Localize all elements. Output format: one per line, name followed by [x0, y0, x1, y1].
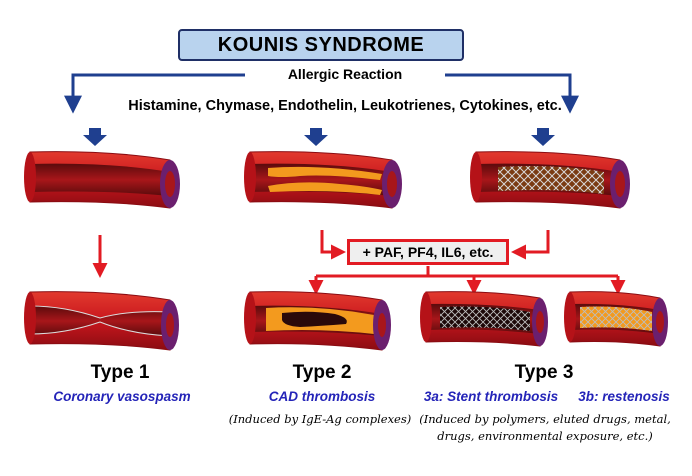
- down-arrow-icon: [531, 128, 555, 146]
- vessel-stent: [470, 151, 630, 209]
- vessel-vasospasm: [24, 291, 179, 351]
- type1-description: Coronary vasospasm: [53, 389, 191, 404]
- vessel-restenosis: [564, 291, 668, 347]
- paf-bracket: [320, 230, 550, 260]
- type2-note: (Induced by IgE-Ag complexes): [228, 412, 412, 426]
- paf-tree: [308, 266, 626, 295]
- type3-note-line2: drugs, environmental exposure, etc.): [437, 429, 653, 443]
- title-box: KOUNIS SYNDROME: [178, 29, 464, 61]
- mediators-label: Histamine, Chymase, Endothelin, Leukotri…: [128, 98, 562, 114]
- down-arrow-icon: [304, 128, 328, 146]
- allergic-reaction-label: Allergic Reaction: [245, 66, 445, 82]
- down-arrow-icon: [83, 128, 107, 146]
- type3a-description: 3a: Stent thrombosis: [423, 389, 559, 404]
- vessel-normal: [24, 151, 180, 209]
- type3-label: Type 3: [514, 362, 574, 383]
- paf-box: + PAF, PF4, IL6, etc.: [347, 239, 509, 265]
- vessel-stent-thrombosis: [420, 291, 548, 347]
- type1-label: Type 1: [90, 362, 150, 383]
- type3b-description: 3b: restenosis: [578, 389, 670, 404]
- blue-down-arrows: [83, 128, 555, 146]
- type2-description: CAD thrombosis: [268, 389, 376, 404]
- type3-note-line1: (Induced by polymers, eluted drugs, meta…: [419, 412, 671, 426]
- type2-label: Type 2: [292, 362, 352, 383]
- allergic-bracket: [64, 73, 579, 114]
- vessel-cad-thrombosis: [244, 291, 391, 351]
- vessel-plaque: [244, 151, 402, 209]
